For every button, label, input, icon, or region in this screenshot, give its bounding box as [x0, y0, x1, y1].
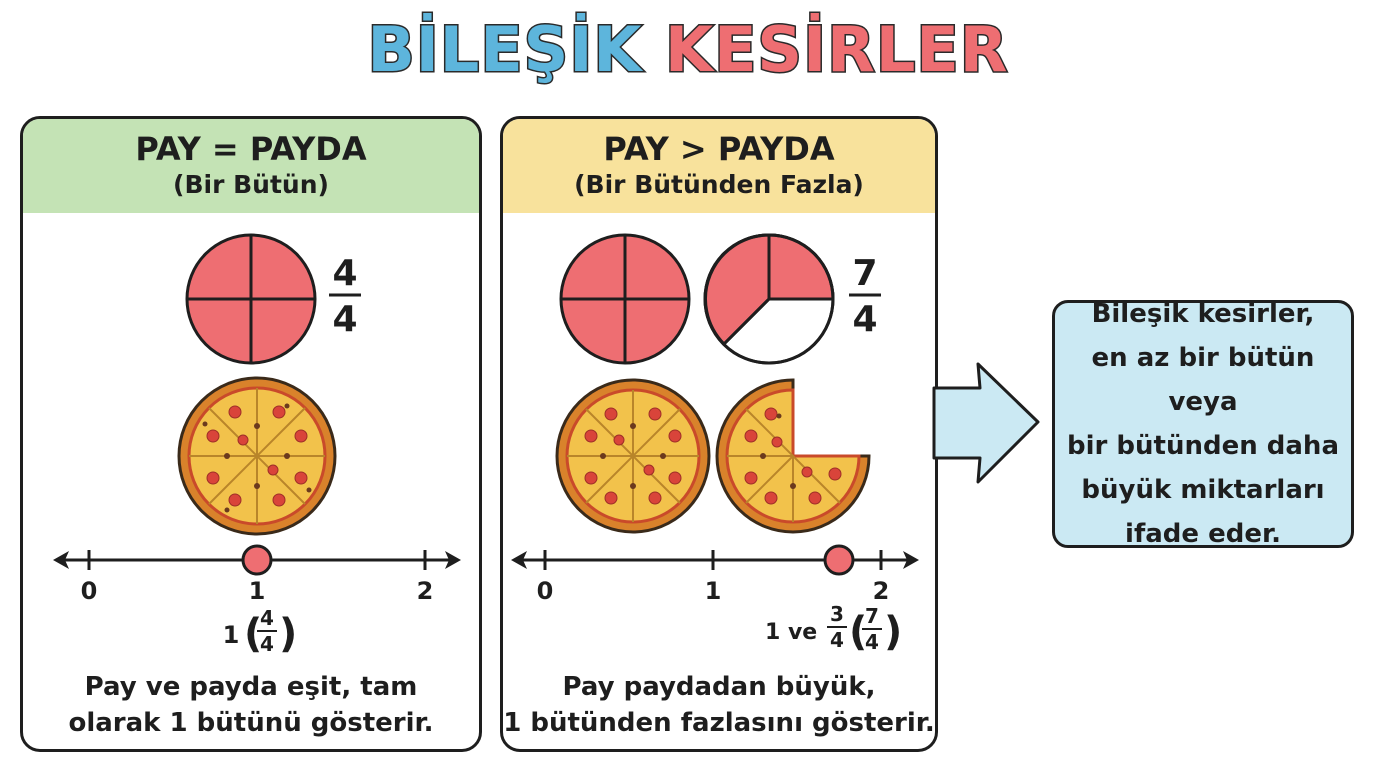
marker-label-equal: 1 ( 4 4 ): [223, 606, 298, 657]
callout-line-5: ifade eder.: [1125, 519, 1281, 549]
panel-greater: PAY > PAYDA (Bir Bütünden Fazla) 7 4: [500, 116, 938, 752]
tick-label-0: 0: [537, 577, 554, 605]
number-line-greater: 0 1 2: [511, 544, 919, 605]
tick-label-1: 1: [705, 577, 722, 605]
fraction-numerator: 4: [332, 253, 357, 294]
caption-line-2: 1 bütünden fazlasını gösterir.: [503, 708, 935, 738]
tick-label-2: 2: [873, 577, 890, 605]
fraction-denominator: 4: [852, 299, 877, 340]
marker-label-greater: 1 ve 3 4 ( 7 4 ): [765, 602, 902, 655]
circle-three-quarters: [703, 233, 835, 365]
definition-callout: Bileşik kesirler, en az bir bütün veya b…: [1052, 299, 1354, 549]
panel-equal-heading: PAY = PAYDA: [135, 130, 367, 168]
callout-line-2: en az bir bütün veya: [1091, 343, 1315, 417]
fraction-seven-fourths: 7 4: [849, 253, 881, 340]
panel-equal: PAY = PAYDA (Bir Bütün) 4 4: [20, 116, 482, 752]
panel-greater-subheading: (Bir Bütünden Fazla): [574, 170, 864, 199]
marker-label-paren-numerator: 7: [865, 604, 879, 628]
marker-label-whole: 1: [223, 621, 240, 649]
panel-equal-figure: 4 4: [53, 233, 461, 657]
panel-greater-figure: 7 4: [511, 233, 919, 655]
pizza-three-quarters-icon: [715, 378, 871, 534]
title-part-2: KESİRLER: [664, 12, 1009, 88]
panel-greater-heading: PAY > PAYDA: [603, 130, 835, 168]
tick-label-1: 1: [249, 577, 266, 605]
marker-label-denominator: 4: [830, 628, 844, 652]
pizza-whole-icon: [555, 378, 711, 534]
fraction-four-fourths: 4 4: [329, 253, 361, 340]
panel-equal-subheading: (Bir Bütün): [173, 170, 329, 199]
circle-four-quarters: [185, 233, 317, 365]
caption-line-1: Pay ve payda eşit, tam: [84, 672, 418, 702]
panel-equal-caption: Pay ve payda eşit, tam olarak 1 bütünü g…: [23, 669, 479, 741]
circle-four-quarters: [559, 233, 691, 365]
arrow-right-icon: [932, 362, 1040, 484]
marker-label-numerator: 4: [260, 606, 274, 630]
panel-equal-header: PAY = PAYDA (Bir Bütün): [23, 119, 479, 213]
number-line-marker: [823, 544, 855, 576]
title-part-1: BİLEŞİK: [366, 12, 643, 88]
marker-label-denominator: 4: [260, 632, 274, 656]
panel-greater-header: PAY > PAYDA (Bir Bütünden Fazla): [503, 119, 935, 213]
tick-label-2: 2: [417, 577, 434, 605]
callout-line-3: bir bütünden daha: [1067, 431, 1339, 461]
marker-label-numerator: 3: [830, 602, 844, 626]
fraction-denominator: 4: [332, 299, 357, 340]
caption-line-1: Pay paydadan büyük,: [562, 672, 876, 702]
fraction-numerator: 7: [852, 253, 877, 294]
page-title: BİLEŞİK KESİRLER: [0, 10, 1376, 90]
callout-line-4: büyük miktarları: [1081, 475, 1325, 505]
panel-greater-caption: Pay paydadan büyük, 1 bütünden fazlasını…: [503, 669, 935, 741]
number-line-equal: 0 1 2: [53, 544, 461, 605]
caption-line-2: olarak 1 bütünü gösterir.: [68, 708, 434, 738]
paren-open: (: [244, 611, 262, 657]
tick-label-0: 0: [81, 577, 98, 605]
callout-line-1: Bileşik kesirler,: [1091, 299, 1315, 329]
marker-label-prefix: 1 ve: [765, 620, 817, 645]
paren-close: ): [279, 611, 297, 657]
marker-label-paren-denominator: 4: [865, 630, 879, 654]
pizza-whole-icon: [177, 376, 337, 536]
number-line-marker: [241, 544, 273, 576]
paren-close: ): [884, 609, 902, 655]
paren-open: (: [849, 609, 867, 655]
